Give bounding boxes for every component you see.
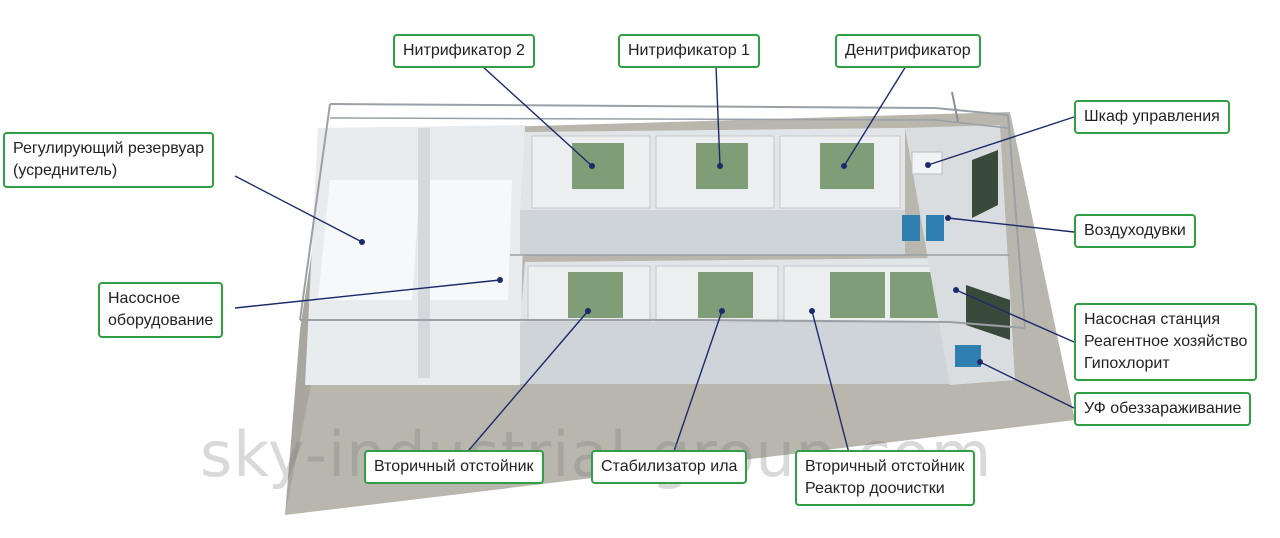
callout-blowers: Воздуходувки <box>1074 214 1196 248</box>
callout-sludge-stabilizer-text: Стабилизатор ила <box>601 458 738 475</box>
callout-pump-equipment-line2: оборудование <box>108 312 214 329</box>
callout-nitrifier1: Нитрификатор 1 <box>618 34 760 68</box>
callout-pump-equipment-line1: Насосное <box>108 290 181 307</box>
callout-denitrifier-text: Денитрификатор <box>845 42 971 59</box>
callout-blowers-text: Воздуходувки <box>1084 222 1186 239</box>
railing-top <box>329 103 1009 116</box>
railing-top-lower <box>329 117 1009 129</box>
callout-secondary-clarifier-2: Вторичный отстойник Реактор доочистки <box>795 450 975 506</box>
uv-unit <box>955 345 981 367</box>
railing-left <box>299 103 331 321</box>
railing-right <box>1007 114 1026 329</box>
reservoir-tank-right <box>422 180 512 300</box>
clarifier2-cover-a <box>830 272 885 318</box>
reservoir-divider <box>418 128 430 378</box>
callout-pump-station-line2: Реагентное хозяйство <box>1084 333 1248 350</box>
callout-nitrifier2: Нитрификатор 2 <box>393 34 535 68</box>
callout-secondary-clarifier-text: Вторичный отстойник <box>374 458 534 475</box>
callout-pump-station: Насосная станция Реагентное хозяйство Ги… <box>1074 303 1258 381</box>
callout-secondary-clarifier: Вторичный отстойник <box>364 450 544 484</box>
blower-unit-2 <box>926 215 944 241</box>
callout-pump-station-line1: Насосная станция <box>1084 311 1221 328</box>
callout-secondary-clarifier-2-line1: Вторичный отстойник <box>805 458 965 475</box>
leader-dots <box>359 162 983 365</box>
nitrifier2-cover <box>572 143 624 189</box>
callout-control-cabinet: Шкаф управления <box>1074 100 1230 134</box>
leader-lines <box>234 65 1075 458</box>
railing-bottom <box>300 319 1026 329</box>
callout-sludge-stabilizer: Стабилизатор ила <box>591 450 748 484</box>
callout-uv-text: УФ обеззараживание <box>1084 400 1242 417</box>
callout-pump-equipment: Насосное оборудование <box>98 282 224 338</box>
callout-nitrifier1-text: Нитрификатор 1 <box>628 42 750 59</box>
reservoir-tank-left <box>318 180 420 300</box>
upper-row-side <box>520 210 905 255</box>
stabilizer-cover <box>698 272 753 318</box>
callout-reservoir-line1: Регулирующий резервуар <box>13 140 204 157</box>
callout-reservoir-line2: (усреднитель) <box>13 162 118 179</box>
lower-row-side <box>520 322 950 384</box>
callout-control-cabinet-text: Шкаф управления <box>1084 108 1220 125</box>
callout-pump-station-line3: Гипохлорит <box>1084 355 1170 372</box>
callout-denitrifier: Денитрификатор <box>835 34 981 68</box>
callout-nitrifier2-text: Нитрификатор 2 <box>403 42 525 59</box>
ladder <box>951 91 959 123</box>
blower-unit-1 <box>902 215 920 241</box>
callout-reservoir: Регулирующий резервуар (усреднитель) <box>3 132 214 188</box>
callout-uv: УФ обеззараживание <box>1074 392 1252 426</box>
electrical-panel <box>972 150 998 218</box>
clarifier-cover <box>568 272 623 318</box>
callout-secondary-clarifier-2-line2: Реактор доочистки <box>805 480 945 497</box>
